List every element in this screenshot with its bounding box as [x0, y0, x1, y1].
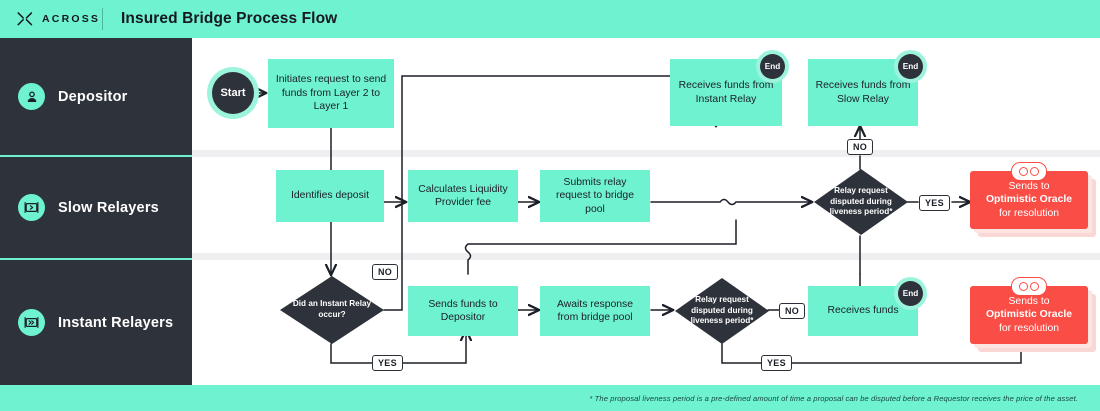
node-awaits-response[interactable]: Awaits response from bridge pool: [540, 286, 650, 336]
optimistic-oracle-icon: [1011, 162, 1047, 181]
edge-label-dispute-yes: YES: [761, 355, 792, 371]
optimistic-oracle-icon: [1011, 277, 1047, 296]
end-terminator-slow: End: [898, 54, 923, 79]
lane-header-instant-relayers: Instant Relayers: [0, 260, 192, 385]
oracle-line-2: Optimistic Oracle: [985, 309, 1073, 321]
footer-bar: * The proposal liveness period is a pre-…: [0, 385, 1100, 411]
node-sends-funds-to-depositor[interactable]: Sends funds to Depositor: [408, 286, 518, 336]
end-terminator-receives-funds: End: [898, 281, 923, 306]
lane-label-instant-relayers: Instant Relayers: [58, 314, 174, 331]
lane-header-depositor: Depositor: [0, 38, 192, 155]
header-bar: ACROSS Insured Bridge Process Flow: [0, 0, 1100, 38]
footnote-text: * The proposal liveness period is a pre-…: [589, 393, 1078, 403]
lane-label-depositor: Depositor: [58, 88, 128, 105]
edge-label-slow-no: NO: [847, 139, 874, 155]
oracle-card-instant[interactable]: Sends to Optimistic Oracle for resolutio…: [970, 277, 1096, 352]
node-initiates-request[interactable]: Initiates request to send funds from Lay…: [268, 59, 394, 128]
edge-label-instant-no: NO: [372, 264, 399, 280]
edge-label-instant-yes: YES: [372, 355, 403, 371]
oracle-card-body: Sends to Optimistic Oracle for resolutio…: [970, 286, 1088, 344]
oracle-card-slow[interactable]: Sends to Optimistic Oracle for resolutio…: [970, 162, 1096, 237]
decision-slow-relay-disputed[interactable]: Relay request disputed during liveness p…: [814, 169, 908, 235]
page-title: Insured Bridge Process Flow: [121, 10, 338, 27]
lane-label-slow-relayers: Slow Relayers: [58, 199, 159, 216]
relay-double-chevron-icon: [18, 309, 45, 336]
edge-label-dispute-no: NO: [779, 303, 806, 319]
decision-did-instant-relay-occur[interactable]: Did an Instant Relay occur?: [280, 276, 384, 344]
flow-canvas: Start Initiates request to send funds fr…: [192, 38, 1100, 385]
node-receives-funds-instant-relay[interactable]: Receives funds from Instant Relay: [670, 59, 782, 126]
oracle-line-1: Sends to: [1008, 295, 1050, 307]
decision-label: Relay request disputed during liveness p…: [829, 186, 893, 217]
end-terminator-instant: End: [760, 54, 785, 79]
oracle-line-2: Optimistic Oracle: [985, 194, 1073, 206]
start-terminator: Start: [212, 72, 254, 114]
oracle-line-1: Sends to: [1008, 180, 1050, 192]
header-divider: [102, 8, 103, 30]
oracle-line-3: for resolution: [998, 322, 1060, 334]
person-icon: [18, 83, 45, 110]
decision-instant-relay-disputed[interactable]: Relay request disputed during liveness p…: [675, 278, 769, 344]
brand-logo[interactable]: ACROSS: [0, 10, 98, 28]
decision-label: Did an Instant Relay occur?: [292, 299, 372, 319]
edge-label-slow-yes: YES: [919, 195, 950, 211]
oracle-line-3: for resolution: [998, 207, 1060, 219]
brand-name: ACROSS: [42, 13, 101, 25]
relay-single-chevron-icon: [18, 194, 45, 221]
node-identifies-deposit[interactable]: Identifies deposit: [276, 170, 384, 222]
across-x-icon: [17, 12, 33, 26]
node-calculates-lp-fee[interactable]: Calculates Liquidity Provider fee: [408, 170, 518, 222]
node-submits-relay-request[interactable]: Submits relay request to bridge pool: [540, 170, 650, 222]
decision-label: Relay request disputed during liveness p…: [690, 295, 754, 326]
lane-header-slow-relayers: Slow Relayers: [0, 157, 192, 258]
